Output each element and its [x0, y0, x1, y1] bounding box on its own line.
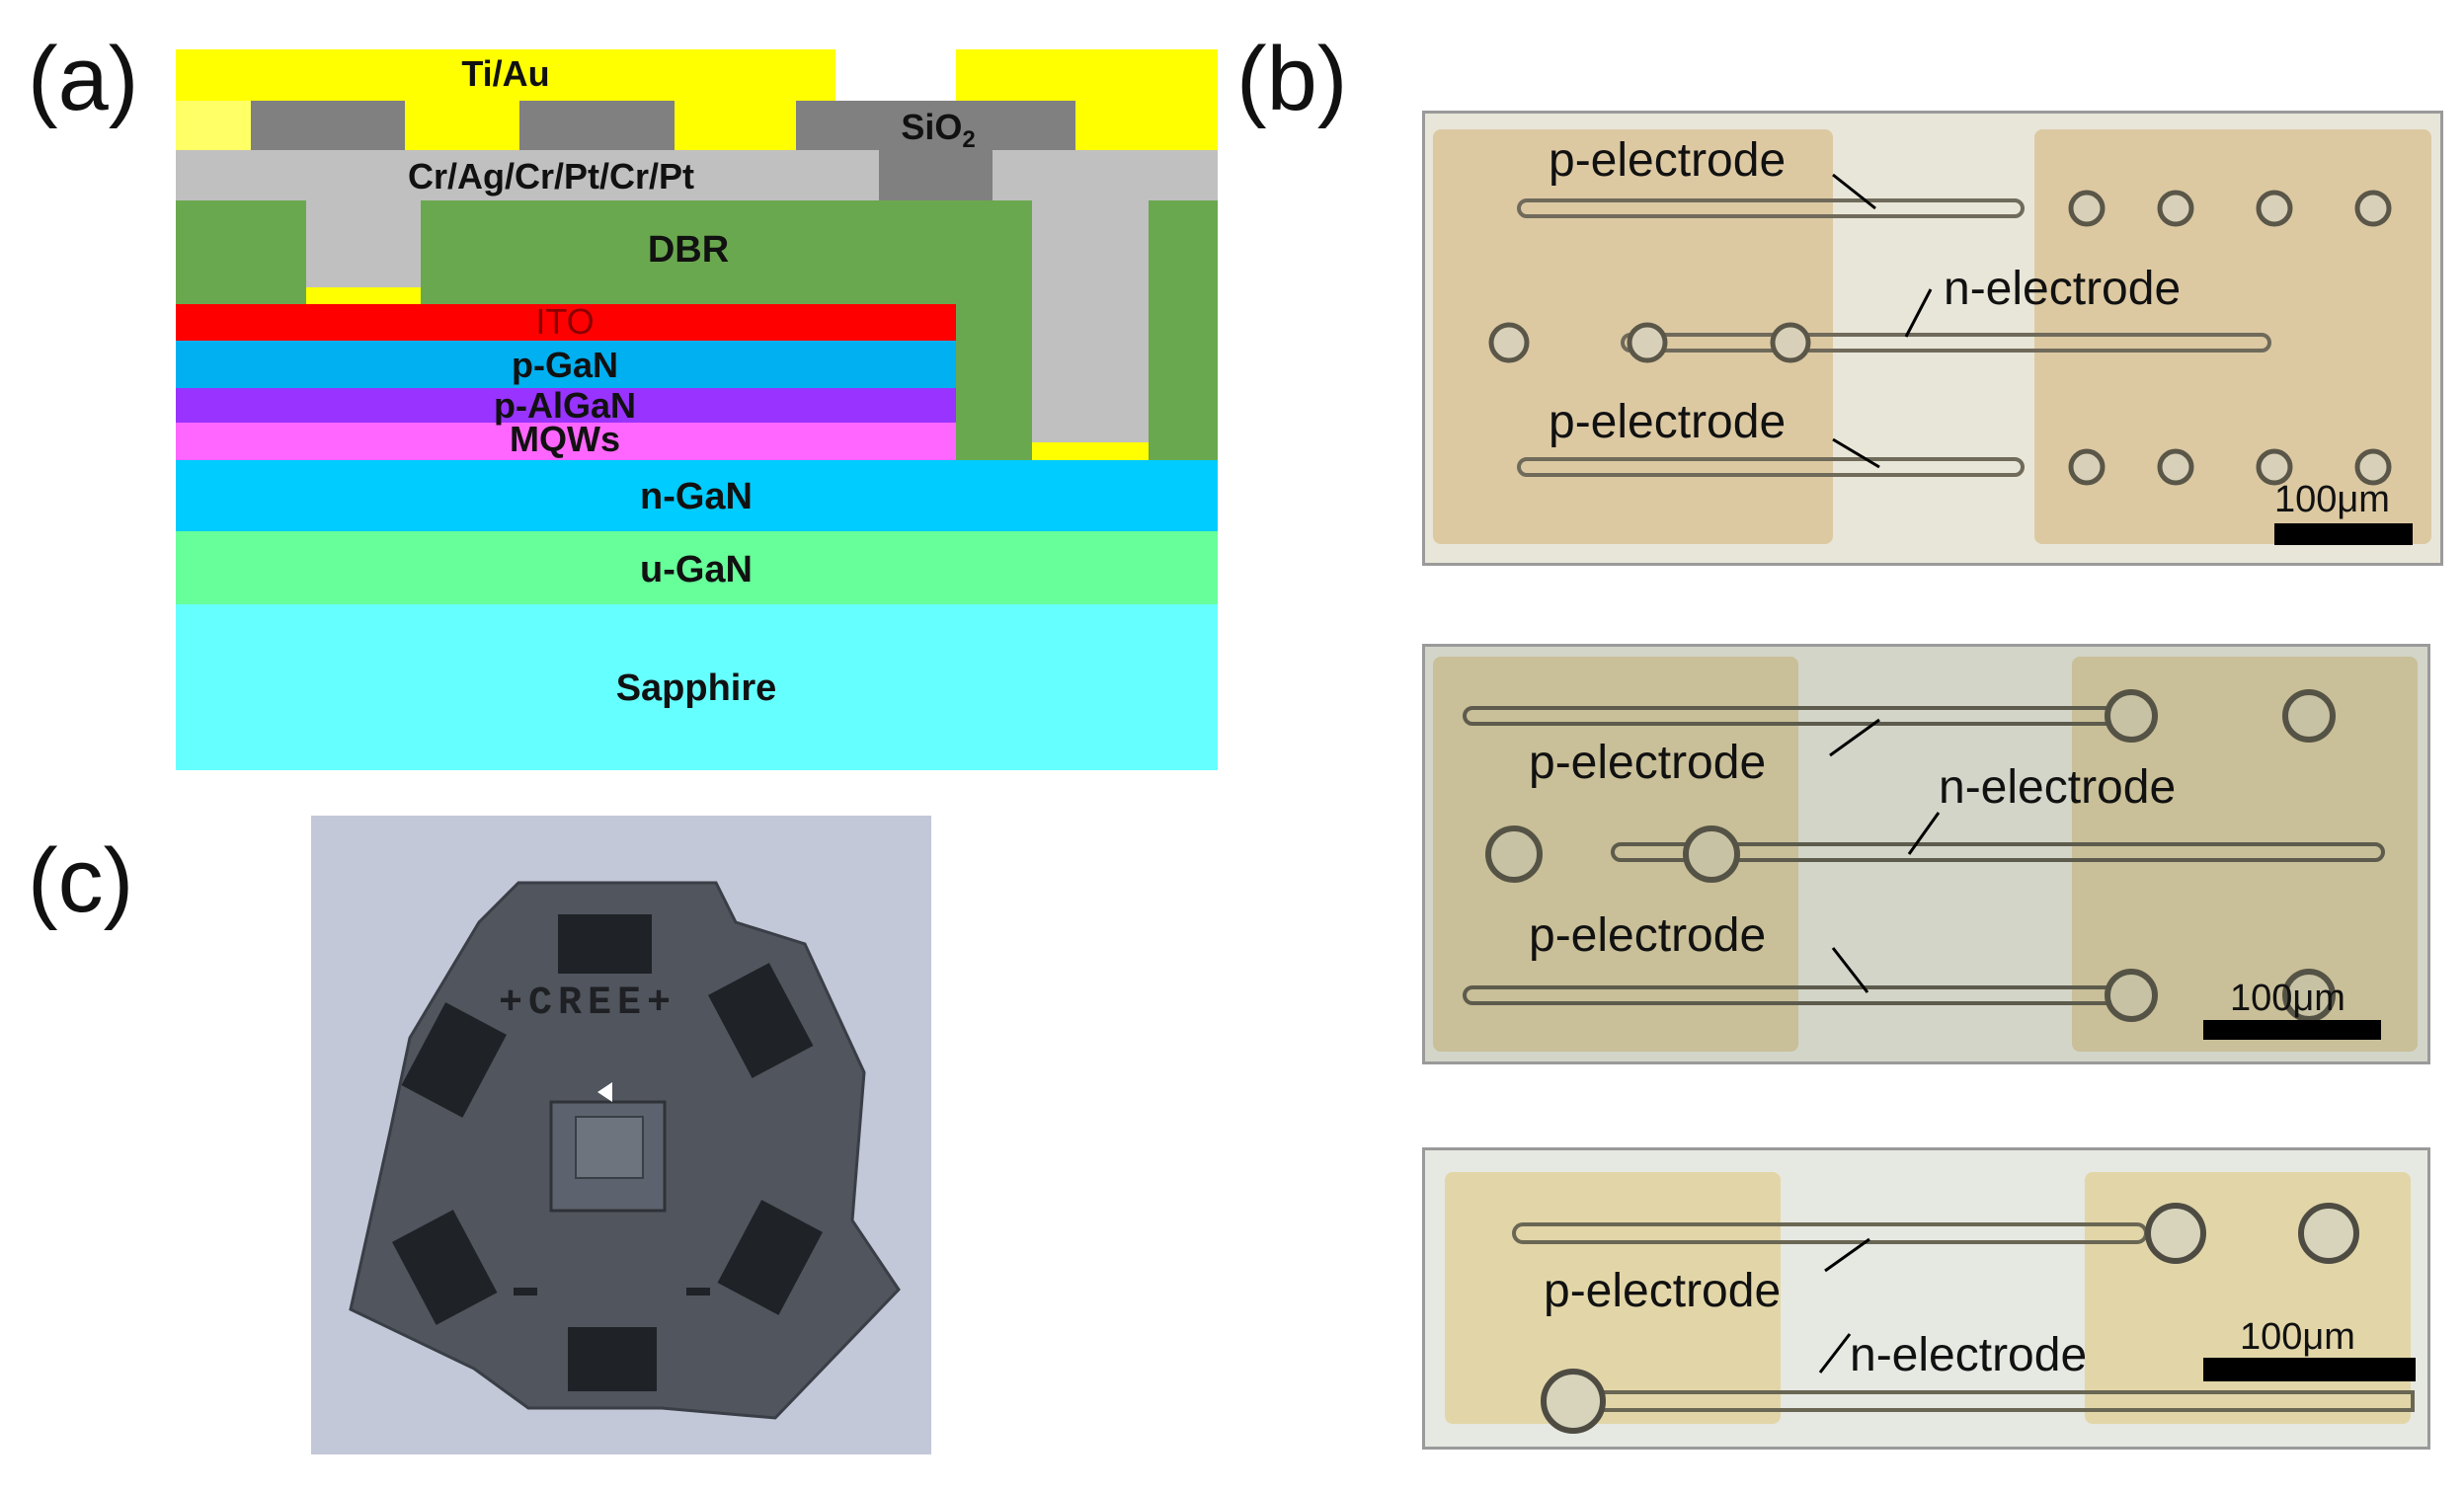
label-sio2: SiO2	[901, 107, 976, 154]
micrograph-2: p-electrode n-electrode p-electrode 100μ…	[1422, 644, 2430, 1064]
pad-left	[1445, 1172, 1781, 1424]
micrograph-1: p-electrode n-electrode p-electrode 100μ…	[1422, 111, 2443, 566]
layer-cr-ag	[176, 150, 1218, 200]
sio2-block-1	[251, 101, 405, 150]
layer-stack-diagram: Ti/Au SiO2 Cr/Ag/Cr/Pt/Cr/Pt DBR ITO p-G…	[0, 0, 1225, 790]
layer-ito	[176, 304, 956, 341]
label-sapphire: Sapphire	[615, 667, 777, 709]
sio2-block-gap	[675, 101, 796, 150]
layer-n-gan	[176, 460, 1218, 531]
label-cr-ag: Cr/Ag/Cr/Pt/Cr/Pt	[407, 156, 695, 196]
layer-p-algan	[176, 388, 956, 423]
layer-u-gan	[176, 531, 1218, 604]
via-n-contact	[1032, 200, 1149, 442]
scale-bar-label: 100μm	[2240, 1316, 2355, 1358]
label-u-gan: u-GaN	[640, 549, 753, 590]
scale-bar	[2203, 1358, 2416, 1381]
scale-bar-label: 100μm	[2230, 978, 2345, 1019]
sio2-block-3	[519, 101, 675, 150]
label-p-electrode-top: p-electrode	[1529, 737, 1767, 789]
star-board	[349, 881, 901, 1420]
panel-label-a: (a)	[28, 29, 139, 129]
scale-bar	[2274, 523, 2413, 545]
label-p-gan: p-GaN	[512, 345, 618, 385]
label-p-electrode-bottom: p-electrode	[1529, 909, 1767, 962]
layer-sapphire	[176, 604, 1218, 770]
sio2-block-2	[405, 101, 519, 150]
label-dbr: DBR	[647, 229, 730, 271]
label-mqws: MQWs	[510, 419, 620, 459]
label-n-electrode: n-electrode	[1850, 1329, 2088, 1381]
layer-ti-au-left	[176, 49, 835, 101]
label-n-gan: n-GaN	[640, 476, 753, 517]
scale-bar	[2203, 1020, 2381, 1040]
scale-bar-label: 100μm	[2274, 479, 2390, 520]
sio2-block-4	[796, 101, 1075, 150]
label-p-electrode-top: p-electrode	[1549, 134, 1787, 187]
label-p-electrode-bottom: p-electrode	[1549, 396, 1787, 448]
via-p-contact-pad	[306, 287, 421, 304]
panel-label-c: (c)	[28, 830, 134, 931]
sio2-block-4-drop	[879, 150, 993, 200]
label-ito: ITO	[535, 301, 595, 342]
electrode-traces	[1488, 173, 2392, 486]
pad-right	[2085, 1172, 2411, 1424]
layer-p-gan	[176, 341, 956, 388]
panel-label-b: (b)	[1236, 29, 1348, 129]
layer-mqws	[176, 423, 956, 460]
cree-brand-text: +CREE+	[499, 982, 677, 1026]
label-p-algan: p-AlGaN	[494, 385, 636, 426]
led-package-photo: +CREE+	[311, 816, 931, 1454]
via-n-contact-pad	[1032, 442, 1149, 460]
label-p-electrode: p-electrode	[1544, 1265, 1782, 1317]
via-p-contact	[306, 200, 421, 287]
label-n-electrode: n-electrode	[1939, 761, 2177, 814]
layer-ti-au-left-low	[176, 101, 251, 150]
electrode-traces	[1512, 1203, 2415, 1434]
sio2-block-4-top	[835, 49, 956, 101]
label-ti-au: Ti/Au	[461, 53, 550, 94]
electrode-traces	[1463, 689, 2385, 1022]
micrograph-3: p-electrode n-electrode 100μm	[1422, 1147, 2430, 1450]
label-n-electrode: n-electrode	[1944, 263, 2182, 315]
